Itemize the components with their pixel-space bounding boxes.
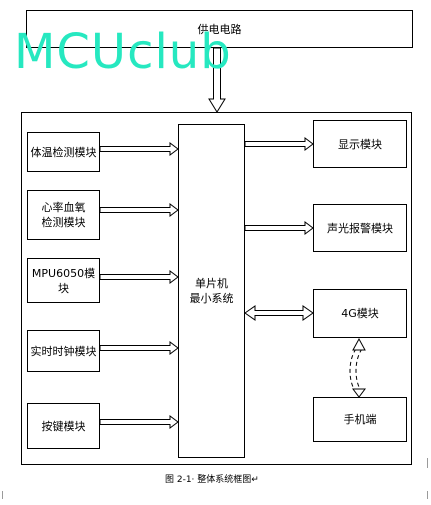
power-supply-label: 供电电路 [197,22,242,36]
rtc-module-label: 实时时钟模块 [30,344,97,358]
figure-caption: 图 2-1· 整体系统框图↵ [165,475,259,485]
mpu6050-module-box: MPU6050模块 [27,258,100,303]
heart-rate-module-label: 心率血氧 检测模块 [41,201,86,229]
arrow-mcu-to-alarm [244,221,314,235]
watermark-logo: MCUclub [14,24,232,80]
power-supply-box: 供电电路 [26,10,413,48]
alarm-module-box: 声光报警模块 [313,204,407,252]
dashed-link-arrowhead-down [352,388,366,398]
arrow-power-to-system [208,47,226,113]
mpu6050-module-label: MPU6050模块 [31,266,96,295]
4g-module-box: 4G模块 [313,289,407,338]
arrow-rtc-to-mcu [99,341,179,355]
keys-module-label: 按键模块 [41,419,86,433]
dashed-link-arrowhead-up [352,337,366,351]
page-corner-mark [423,491,428,499]
dashed-link-4g-phone [349,348,357,393]
arrow-mpu6050-to-mcu [99,270,179,284]
arrow-mcu-to-display [244,137,314,151]
mcu-box: 单片机 最小系统 [178,124,245,458]
page-corner-mark [2,491,7,499]
display-module-label: 显示模块 [338,137,382,151]
phone-box: 手机端 [313,397,407,442]
mcu-label: 单片机 最小系统 [189,277,234,305]
arrow-keys-to-mcu [99,415,179,429]
dashed-link-4g-phone-inner [355,348,363,393]
alarm-module-label: 声光报警模块 [327,221,393,235]
system-frame [21,112,412,465]
phone-label: 手机端 [343,413,377,426]
4g-module-label: 4G模块 [341,307,379,320]
arrow-heart-rate-to-mcu [99,203,179,217]
display-module-box: 显示模块 [313,120,407,168]
keys-module-box: 按键模块 [27,403,100,449]
arrow-temperature-to-mcu [99,142,179,156]
heart-rate-module-box: 心率血氧 检测模块 [27,190,100,240]
temperature-module-box: 体温检测模块 [27,132,100,172]
arrow-mcu-4g-bidirectional [244,305,314,321]
temperature-module-label: 体温检测模块 [30,145,97,159]
rtc-module-box: 实时时钟模块 [27,330,100,372]
page-corner-mark [423,458,428,468]
